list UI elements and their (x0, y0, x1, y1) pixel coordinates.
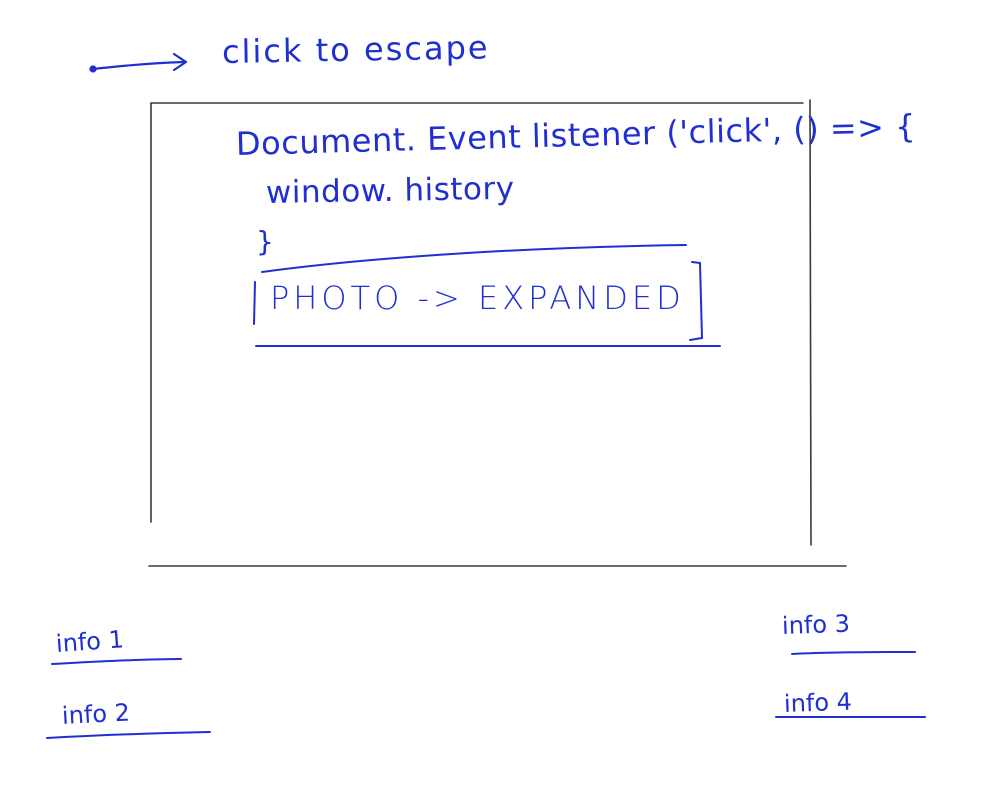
expanded-photo-label: PHOTO -> EXPANDED (270, 279, 685, 317)
info-1-label[interactable]: info 1 (55, 625, 125, 658)
info-3-label[interactable]: info 3 (781, 609, 851, 640)
info-4-label[interactable]: info 4 (783, 687, 853, 718)
code-line-closing-brace: } (256, 225, 274, 258)
info-2-underline (46, 731, 211, 739)
code-line-window-history: window. history (265, 170, 515, 211)
escape-link-label[interactable]: click to escape (221, 28, 490, 71)
modal-frame-right (809, 99, 812, 546)
info-2-label[interactable]: info 2 (61, 698, 131, 730)
info-3-underline (791, 651, 916, 655)
info-1-underline (51, 658, 182, 665)
escape-arrow-icon[interactable] (89, 52, 188, 73)
expanded-photo-box[interactable] (253, 261, 721, 347)
code-divider-line (261, 244, 687, 273)
modal-frame (148, 99, 847, 567)
